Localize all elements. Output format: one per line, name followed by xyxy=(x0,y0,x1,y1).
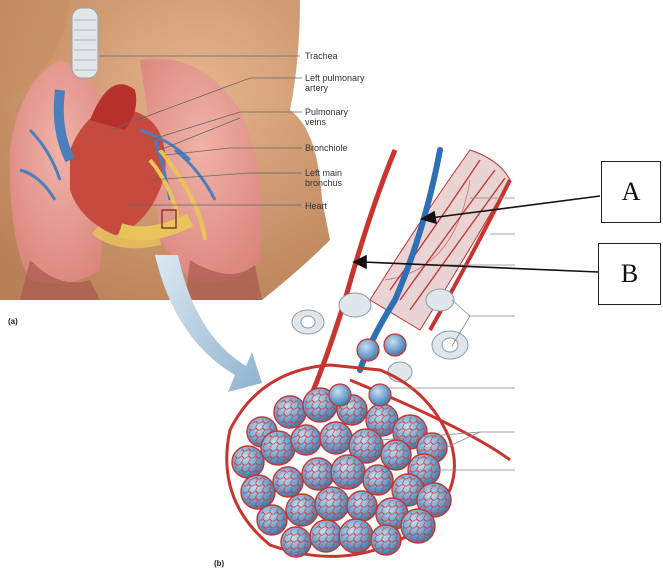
capillary-mesh xyxy=(349,493,375,519)
callout-box-b: B xyxy=(598,243,661,305)
capillary-mesh xyxy=(365,467,391,493)
capillary-mesh xyxy=(383,442,409,468)
capillary-mesh xyxy=(275,469,301,495)
capillary-mesh xyxy=(276,398,304,426)
capillary-mesh xyxy=(234,448,262,476)
capillary-mesh xyxy=(322,424,350,452)
capillary-mesh xyxy=(263,433,293,463)
capillary-mesh xyxy=(243,477,273,507)
trachea-illustration xyxy=(72,8,98,78)
capillary-mesh xyxy=(293,427,319,453)
panel-label-b: (b) xyxy=(214,559,224,568)
panel-label-a: (a) xyxy=(8,317,18,326)
label-heart: Heart xyxy=(305,201,327,211)
alveolus xyxy=(329,384,351,406)
capillary-mesh xyxy=(312,522,340,550)
capillary-mesh xyxy=(304,460,332,488)
alveolus xyxy=(369,384,391,406)
capillary-mesh xyxy=(403,511,433,541)
callout-box-a: A xyxy=(601,161,661,223)
alveolus xyxy=(357,339,379,361)
label-trachea: Trachea xyxy=(305,51,338,61)
capillary-mesh xyxy=(259,507,285,533)
capillary-mesh xyxy=(341,521,371,551)
capillary-mesh xyxy=(333,457,363,487)
capillary-mesh xyxy=(373,527,399,553)
label-bronchiole: Bronchiole xyxy=(305,143,348,153)
label-left-pulmonary-artery: Left pulmonary artery xyxy=(305,73,365,93)
label-pulmonary-veins: Pulmonary veins xyxy=(305,107,348,127)
alveolus xyxy=(384,334,406,356)
capillary-mesh xyxy=(288,496,316,524)
label-left-main-bronchus: Left main bronchus xyxy=(305,168,342,188)
capillary-mesh xyxy=(283,529,309,555)
capillary-mesh xyxy=(317,489,347,519)
